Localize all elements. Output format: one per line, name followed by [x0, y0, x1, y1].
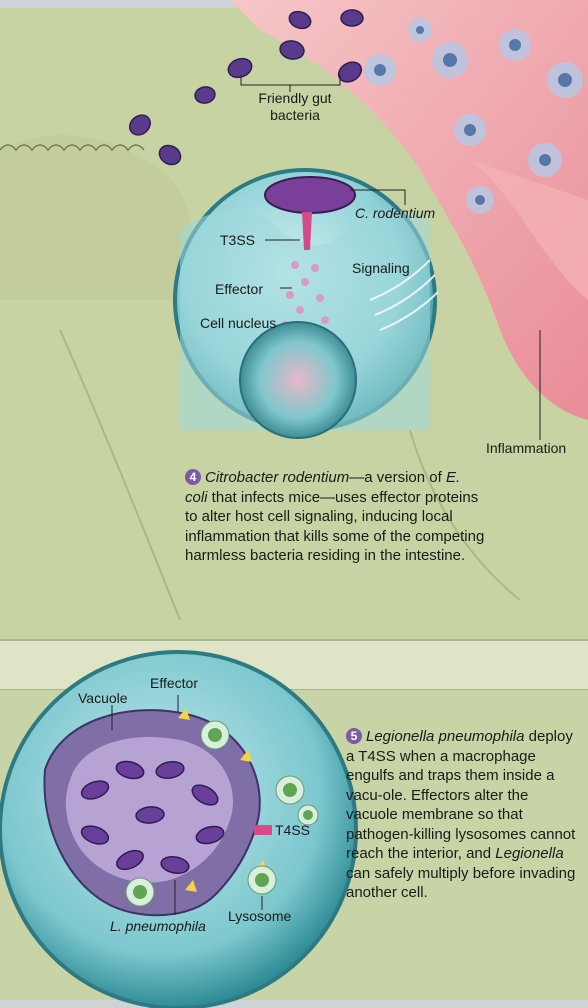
- label-inflammation: Inflammation: [486, 440, 566, 457]
- label-l-pneumophila: L. pneumophila: [110, 918, 206, 935]
- species-name: Citrobacter rodentium: [205, 469, 349, 486]
- label-vacuole: Vacuole: [78, 690, 128, 707]
- label-c-rodentium: C. rodentium: [355, 205, 435, 222]
- bottom-frame-bar: [0, 1000, 588, 1008]
- label-t3ss: T3SS: [220, 232, 255, 249]
- label-t4ss: T4SS: [275, 822, 310, 839]
- caption-text: can safely multiply before invading anot…: [346, 865, 575, 902]
- step-badge-4: 4: [185, 469, 201, 485]
- label-friendly-gut-bacteria: Friendly gut bacteria: [250, 90, 340, 124]
- cell-nucleus: [240, 322, 356, 438]
- step-badge-5: 5: [346, 728, 362, 744]
- c-rodentium-bacterium: [265, 177, 355, 213]
- label-effector-5: Effector: [150, 675, 198, 692]
- label-signaling: Signaling: [352, 260, 410, 277]
- label-lysosome: Lysosome: [228, 908, 291, 925]
- genus-name: Legionella: [495, 845, 563, 862]
- t4ss-needle: [254, 825, 272, 835]
- caption-text: deploy a T4SS when a macrophage engulfs …: [346, 728, 575, 862]
- caption-text: —a version of: [349, 469, 442, 486]
- caption-text: that infects mice—uses effector proteins…: [185, 489, 484, 565]
- species-name: Legionella pneumophila: [366, 728, 524, 745]
- label-effector: Effector: [215, 281, 263, 298]
- label-cell-nucleus: Cell nucleus: [200, 315, 276, 332]
